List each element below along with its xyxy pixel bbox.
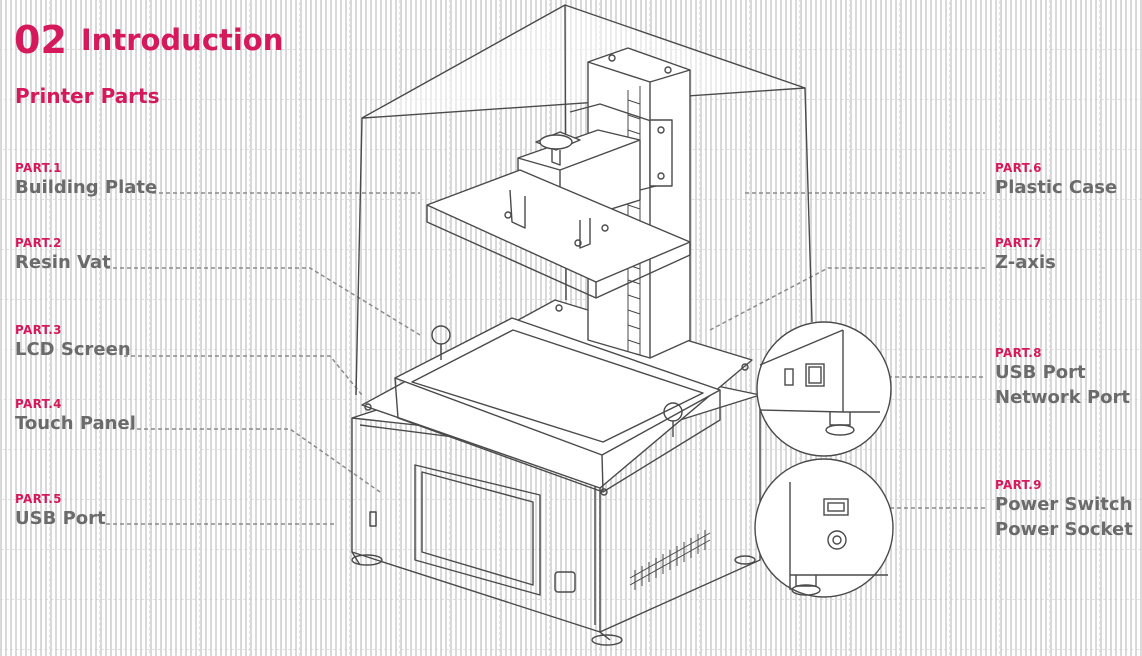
- section-subtitle: Printer Parts: [15, 84, 160, 108]
- section-number: 02: [14, 18, 67, 62]
- part-label-9: PART.9 Power Switch Power Socket: [995, 478, 1133, 542]
- part-name: Network Port: [995, 387, 1131, 408]
- part-label-8: PART.8 USB Port Network Port: [995, 346, 1130, 410]
- leader-resin-vat: [106, 267, 421, 336]
- touch-panel-shape: [414, 464, 541, 596]
- printer-drawing: [351, 4, 813, 646]
- part-label-3: PART.3 LCD Screen: [15, 323, 131, 362]
- network-port-detail: [805, 363, 825, 387]
- part-name: Touch Panel: [15, 413, 136, 434]
- power-socket-detail: [827, 530, 847, 550]
- leader-touch-panel: [130, 428, 381, 493]
- leader-lines: [106, 192, 985, 525]
- power-switch-detail: [823, 498, 849, 516]
- part-name: Power Switch: [995, 494, 1133, 515]
- part-code: PART.1: [15, 161, 62, 175]
- part-code: PART.3: [15, 323, 62, 337]
- part-name: LCD Screen: [15, 339, 131, 360]
- part-name: USB Port: [995, 362, 1086, 383]
- part-name: USB Port: [15, 508, 106, 529]
- part-name: Building Plate: [15, 177, 158, 198]
- part-code: PART.6: [995, 161, 1042, 175]
- side-vent: [629, 530, 711, 590]
- front-button: [554, 571, 576, 593]
- part-name: Resin Vat: [15, 252, 111, 273]
- detail-power: [754, 458, 894, 598]
- resin-vat-shape: [394, 317, 721, 493]
- part-name: Power Socket: [995, 519, 1133, 540]
- part-code: PART.2: [15, 236, 62, 250]
- part-code: PART.5: [15, 492, 62, 506]
- part-label-6: PART.6 Plastic Case: [995, 161, 1117, 200]
- detail-usb-network: [756, 321, 892, 457]
- section-title: Introduction: [80, 23, 284, 57]
- part-name: Z-axis: [995, 252, 1056, 273]
- leader-z-axis: [709, 267, 985, 331]
- part-label-4: PART.4 Touch Panel: [15, 397, 136, 436]
- part-code: PART.8: [995, 346, 1042, 360]
- part-label-5: PART.5 USB Port: [15, 492, 106, 531]
- usb-port-detail: [784, 368, 794, 386]
- part-name: Plastic Case: [995, 177, 1118, 198]
- front-usb-slot: [369, 511, 377, 527]
- part-label-7: PART.7 Z-axis: [995, 236, 1056, 275]
- section-header: 02 Introduction: [14, 18, 283, 62]
- part-label-2: PART.2 Resin Vat: [15, 236, 111, 275]
- leader-lcd-screen: [124, 355, 363, 396]
- part-code: PART.4: [15, 397, 62, 411]
- part-code: PART.9: [995, 478, 1042, 492]
- building-plate-shape: [426, 169, 691, 299]
- part-code: PART.7: [995, 236, 1042, 250]
- part-label-1: PART.1 Building Plate: [15, 161, 157, 200]
